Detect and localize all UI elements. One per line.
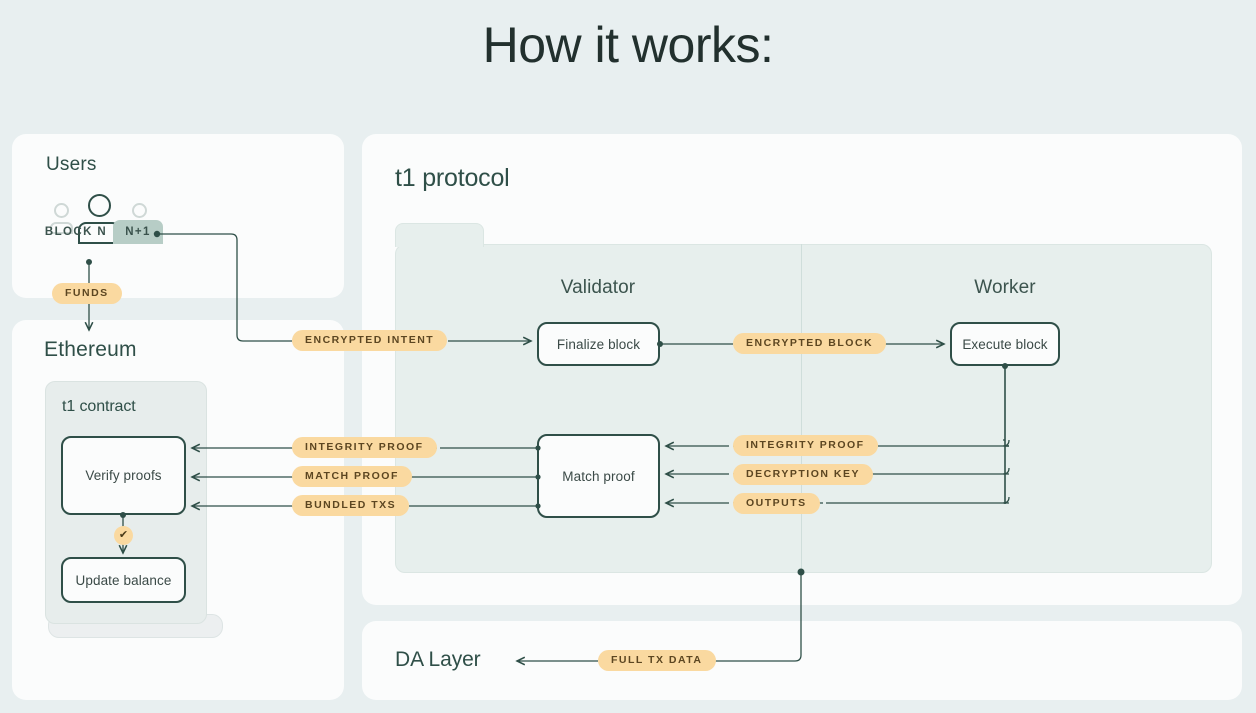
pill-encrypted-intent: ENCRYPTED INTENT: [292, 330, 448, 351]
process-box-verify-proofs[interactable]: Verify proofs: [61, 436, 186, 515]
pill-integrity-proof-left: INTEGRITY PROOF: [292, 437, 437, 458]
users-panel: Users: [12, 134, 344, 298]
tab-block-n[interactable]: BLOCK N: [44, 226, 108, 238]
pill-bundled-txs: BUNDLED TXS: [292, 495, 410, 516]
t1-protocol-panel: t1 protocol: [362, 134, 1242, 605]
t1-contract-title: t1 contract: [62, 398, 136, 415]
ethereum-panel-title: Ethereum: [44, 338, 137, 361]
pill-match-proof: MATCH PROOF: [292, 466, 412, 487]
process-box-execute-block[interactable]: Execute block: [950, 322, 1060, 366]
pill-encrypted-block: ENCRYPTED BLOCK: [733, 333, 887, 354]
da-layer-panel: DA Layer: [362, 621, 1242, 700]
validator-worker-divider: [801, 244, 802, 572]
process-box-finalize-block[interactable]: Finalize block: [537, 322, 660, 366]
person-head-icon: [88, 194, 111, 217]
pill-integrity-proof-right: INTEGRITY PROOF: [733, 435, 878, 456]
person-head-icon: [132, 203, 147, 218]
pill-full-tx-data: FULL TX DATA: [598, 650, 716, 671]
da-layer-title: DA Layer: [395, 648, 481, 671]
users-panel-title: Users: [46, 154, 97, 175]
column-title-validator: Validator: [560, 277, 636, 298]
person-icon-left: [50, 203, 73, 235]
check-icon: ✔: [114, 526, 133, 545]
process-box-match-proof[interactable]: Match proof: [537, 434, 660, 518]
block-panel: [395, 223, 1212, 573]
person-head-icon: [54, 203, 69, 218]
pill-funds: FUNDS: [52, 283, 122, 304]
pill-outputs: OUTPUTS: [733, 493, 820, 514]
t1-protocol-title: t1 protocol: [395, 164, 510, 192]
person-body-icon: [50, 222, 73, 234]
pill-decryption-key: DECRYPTION KEY: [733, 464, 873, 485]
process-box-update-balance[interactable]: Update balance: [61, 557, 186, 603]
tab-block-n-plus-1[interactable]: N+1: [113, 220, 163, 244]
page-title: How it works:: [482, 17, 774, 73]
column-title-worker: Worker: [974, 277, 1036, 298]
